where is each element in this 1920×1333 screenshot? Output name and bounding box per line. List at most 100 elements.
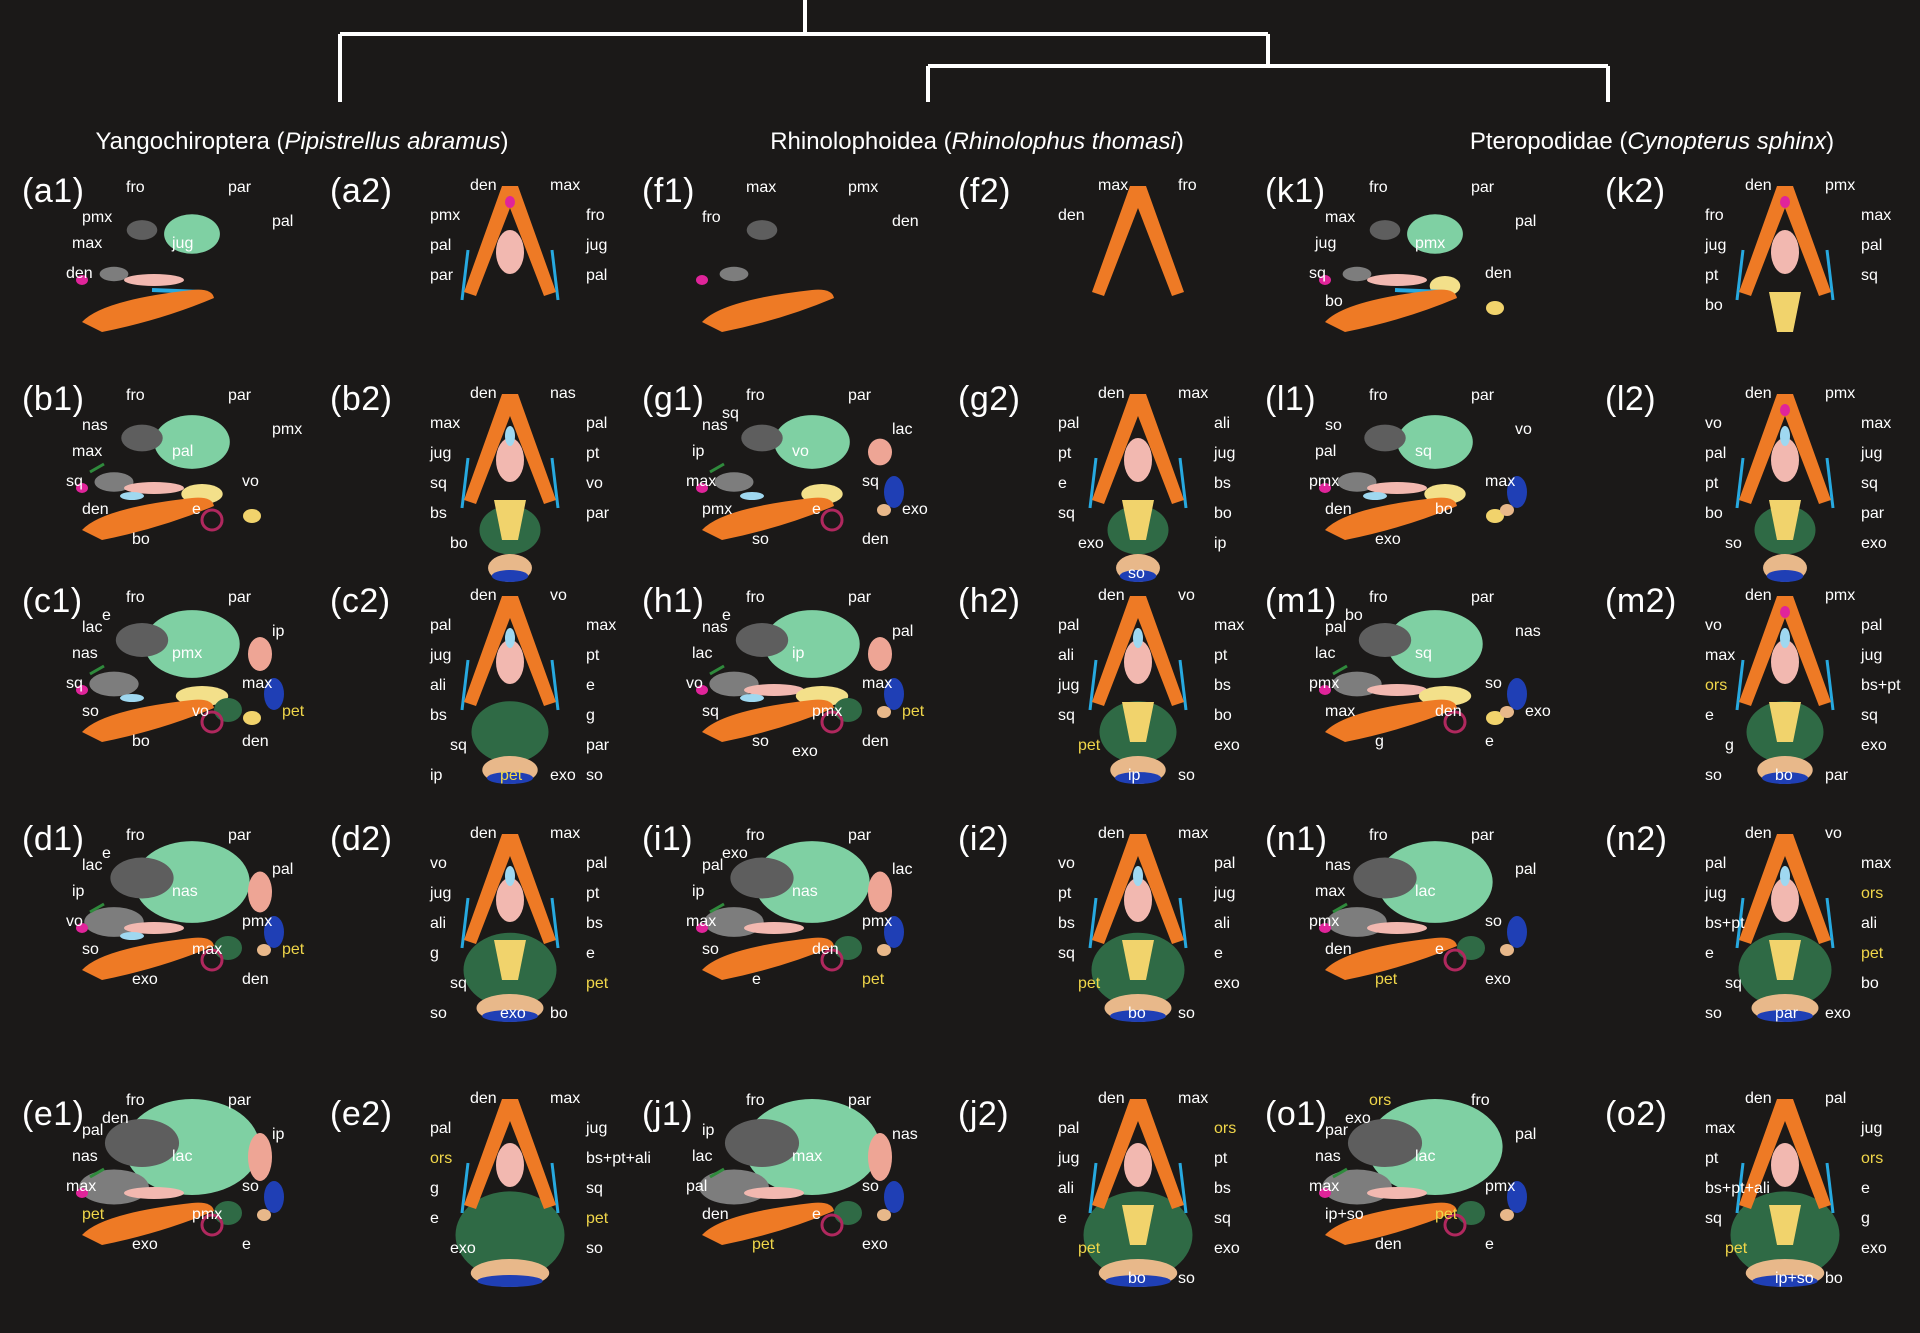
bone-nas: [709, 1167, 725, 1179]
panel-label: (g1): [642, 380, 705, 418]
bone-label: nas: [72, 645, 98, 662]
bone-bo: [494, 500, 526, 540]
clade-species: Rhinolophus thomasi: [951, 128, 1176, 155]
bone-exo: [877, 1209, 891, 1221]
bone-label: par: [586, 505, 610, 522]
bone-label: ip: [702, 1122, 715, 1139]
panel-label: (m1): [1265, 582, 1337, 620]
bone-label: fro: [1369, 589, 1388, 606]
bone-e: [200, 710, 224, 734]
bone-jug: [1735, 897, 1745, 949]
clade-name: Rhinolophoidea: [770, 128, 937, 155]
bone-label: pal: [586, 267, 607, 284]
bone-label: so: [1178, 767, 1195, 784]
bone-label: pal: [1861, 617, 1882, 634]
bone-max: [89, 671, 139, 697]
bone-label: max: [1178, 825, 1208, 842]
bone-label: nas: [892, 1126, 918, 1143]
bone-label: max: [792, 1148, 822, 1165]
bone-exo: [1500, 944, 1514, 956]
bone-nas: [709, 664, 725, 676]
bone-label: pal: [1325, 619, 1346, 636]
bone-label: exo: [862, 1236, 888, 1253]
bone-label: den: [892, 213, 919, 230]
bone-label: pt: [1214, 1150, 1228, 1167]
bone-label: par: [1775, 1005, 1799, 1022]
bone-pal: [496, 230, 524, 274]
bone-label: max: [1178, 385, 1208, 402]
bone-pal: [1771, 1143, 1799, 1187]
bone-label: so: [586, 767, 603, 784]
bone-label: bo: [1325, 293, 1343, 310]
bone-par: [164, 214, 220, 254]
bone-jug: [550, 249, 560, 301]
skull-ventral-drawing: [460, 596, 560, 784]
bone-label: pal: [1705, 445, 1726, 462]
bone-vo: [1363, 492, 1387, 500]
bone-jug: [1735, 1162, 1745, 1214]
bone-par: [1387, 610, 1483, 678]
skull-ventral-drawing: [1735, 596, 1835, 784]
bone-label: ors: [1705, 677, 1727, 694]
bone-label: den: [1745, 385, 1772, 402]
bone-jug: [1178, 659, 1188, 711]
bone-so: [884, 916, 904, 948]
bone-so: [264, 678, 284, 710]
bone-e: [200, 1213, 224, 1237]
bone-label: ali: [430, 677, 446, 694]
bone-label: ip: [272, 623, 285, 640]
bone-pal: [744, 684, 804, 696]
bone-label: pmx: [862, 913, 892, 930]
bone-label: sq: [66, 473, 83, 490]
skull-ventral-drawing: [460, 186, 560, 301]
bone-label: vo: [1705, 415, 1722, 432]
bone-label: nas: [702, 417, 728, 434]
bone-exo: [1500, 706, 1514, 718]
bone-label: par: [848, 589, 872, 606]
bone-label: ali: [1058, 1180, 1074, 1197]
bone-label: jug: [585, 1120, 607, 1137]
bone-ip: [868, 871, 892, 913]
bone-label: e: [586, 945, 595, 962]
bone-label: exo: [902, 501, 928, 518]
bone-label: bo: [1705, 297, 1723, 314]
bone-e: [820, 508, 844, 532]
bone-label: par: [1471, 589, 1495, 606]
bone-label: vo: [586, 475, 603, 492]
skull-ventral-drawing: [1730, 1099, 1840, 1287]
skull-ventral-drawing: [1088, 596, 1188, 784]
bone-label: ors: [1369, 1092, 1391, 1109]
bone-jug: [1735, 659, 1745, 711]
bone-nas: [1332, 1167, 1348, 1179]
bone-label: sq: [702, 703, 719, 720]
bone-max: [94, 472, 134, 492]
bone-label: pet: [862, 971, 885, 988]
bone-fro: [1347, 1119, 1423, 1167]
bone-label: e: [1861, 1180, 1870, 1197]
bone-par: [774, 415, 850, 469]
bone-label: den: [1435, 703, 1462, 720]
bone-label: pal: [1058, 1120, 1079, 1137]
bone-label: den: [1745, 825, 1772, 842]
bone-so: [1507, 476, 1527, 508]
bone-den: [464, 394, 556, 504]
bone-label: jug: [1860, 1120, 1882, 1137]
bone-label: max: [1098, 177, 1128, 194]
bone-label: pmx: [1309, 913, 1339, 930]
bone-den: [1092, 596, 1184, 706]
bone-nas: [1332, 902, 1348, 914]
bone-den: [464, 834, 556, 944]
bone-pmx: [505, 196, 515, 208]
bone-label: so: [1178, 1270, 1195, 1287]
bone-label: max: [1861, 207, 1891, 224]
bone-label: pet: [752, 1236, 775, 1253]
bone-pal: [1367, 274, 1427, 286]
